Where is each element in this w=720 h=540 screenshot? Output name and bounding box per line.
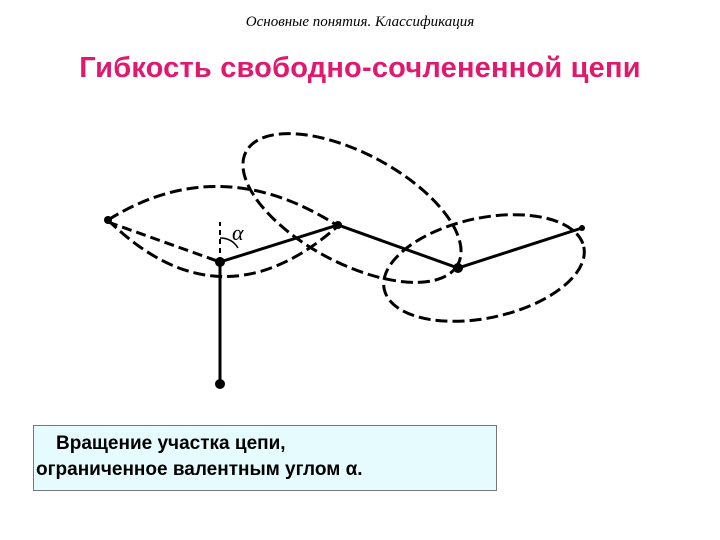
valence-angle-arc: [219, 237, 239, 249]
caption-line-1: Вращение участка цепи,: [56, 433, 286, 454]
rotation-ellipse-right: [382, 213, 586, 323]
angle-alpha-label: α: [232, 220, 244, 245]
chain-atom: [215, 379, 225, 389]
slide-subtitle: Основные понятия. Классификация: [245, 14, 475, 30]
chain-atom: [334, 221, 342, 229]
chain-atom: [104, 216, 112, 224]
chain-atom: [453, 263, 463, 273]
dashed-bond-left: [107, 220, 221, 264]
caption-line-2: ограниченное валентным углом α.: [36, 459, 363, 480]
chain-atom: [579, 225, 585, 231]
caption-box: Вращение участка цепи, ограниченное вале…: [33, 425, 497, 491]
slide-title: Гибкость свободно-сочлененной цепи: [79, 52, 641, 84]
polymer-chain: [218, 223, 583, 384]
rotation-ellipse-middle: [241, 132, 463, 284]
chain-atom: [215, 257, 225, 267]
